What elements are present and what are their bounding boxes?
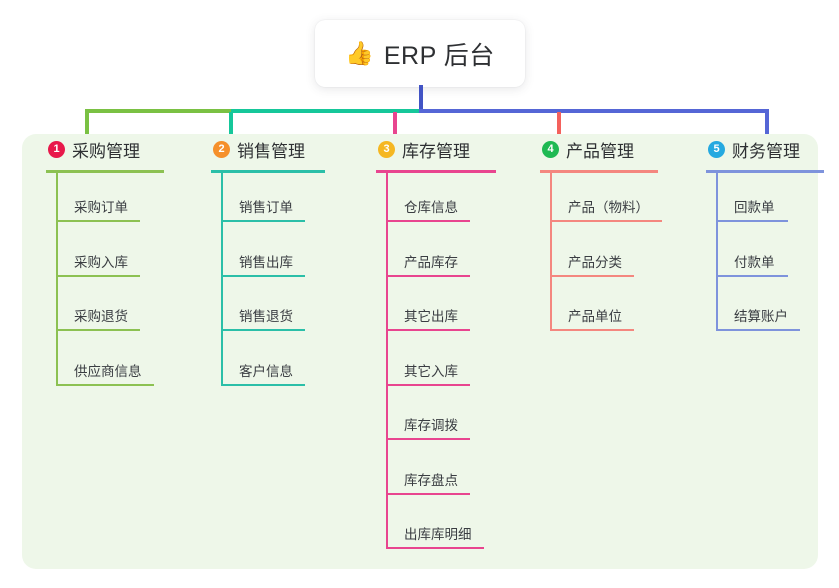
leaf-item-underline	[386, 438, 470, 440]
leaf-item-underline	[386, 274, 470, 277]
leaf-item-underline	[221, 383, 305, 386]
leaf-item-underline	[386, 329, 470, 331]
bar-segment-mid	[231, 109, 419, 113]
column-badge-3: 3	[378, 140, 395, 158]
leaf-item-label: 其它出库	[404, 309, 458, 324]
column-header-2[interactable]: 2 销售管理	[211, 134, 305, 164]
leaf-item-label: 销售出库	[239, 254, 293, 270]
thumbs-up-icon: 👍	[345, 40, 374, 66]
leaf-item-underline	[56, 329, 140, 331]
bar-segment-left	[85, 109, 231, 113]
connector-trunk	[419, 85, 423, 112]
leaf-item-label: 回款单	[734, 200, 775, 215]
column-badge-4: 4	[542, 140, 559, 158]
leaf-item-label: 采购退货	[74, 309, 128, 324]
leaf-item-underline	[386, 547, 484, 549]
column-header-3[interactable]: 3 库存管理	[376, 134, 470, 164]
column-title-3: 库存管理	[402, 141, 470, 161]
mindmap-panel: 1 采购管理采购订单采购入库采购退货供应商信息 2 销售管理销售订单销售出库销售退货客…	[22, 134, 824, 569]
column-badge-5: 5	[708, 140, 725, 158]
root-node-title: ERP 后台	[383, 41, 495, 70]
drop-sales	[229, 112, 233, 144]
column-spine-5	[716, 173, 718, 329]
bar-segment-right	[419, 109, 769, 113]
column-underline-3	[376, 170, 496, 173]
leaf-item-underline	[716, 329, 800, 331]
drop-inventory	[393, 112, 397, 140]
leaf-item-underline	[221, 274, 305, 277]
leaf-item-label: 产品库存	[404, 254, 458, 270]
column-4: 4 产品管理产品（物料） 产品分类产品单位	[540, 134, 662, 331]
leaf-item-label: 客户信息	[239, 363, 293, 379]
leaf-item-underline	[716, 220, 788, 222]
column-title-5: 财务管理	[732, 141, 800, 161]
leaf-item-label: 库存调拨	[404, 418, 458, 433]
column-badge-2: 2	[213, 140, 230, 158]
column-title-4: 产品管理	[566, 141, 634, 161]
root-node-content: 👍 ERP 后台	[345, 36, 495, 72]
drop-product	[557, 112, 561, 140]
leaf-item-underline	[550, 274, 634, 277]
leaf-item-label: 采购订单	[74, 200, 128, 215]
leaf-item-underline	[221, 329, 305, 331]
column-title-1: 采购管理	[72, 141, 140, 161]
column-underline-1	[46, 170, 164, 173]
column-spine-3	[386, 173, 388, 547]
leaf-item-label: 产品单位	[568, 309, 622, 324]
column-header-1[interactable]: 1 采购管理	[46, 134, 140, 164]
leaf-item-label: 出库库明细	[404, 527, 472, 542]
leaf-item-label: 销售退货	[239, 309, 293, 324]
leaf-item-underline	[56, 220, 140, 222]
leaf-item-label: 产品（物料）	[568, 200, 649, 215]
leaf-item-underline	[386, 492, 470, 495]
column-1: 1 采购管理采购订单采购入库采购退货供应商信息	[46, 134, 164, 386]
leaf-item-underline	[56, 274, 140, 277]
column-spine-1	[56, 173, 58, 384]
leaf-item-label: 库存盘点	[404, 472, 458, 488]
root-node-card[interactable]: 👍 ERP 后台	[315, 20, 525, 87]
leaf-item-underline	[221, 220, 305, 222]
column-header-4[interactable]: 4 产品管理	[540, 134, 634, 164]
leaf-item-label: 付款单	[734, 254, 775, 270]
column-spine-2	[221, 173, 223, 384]
leaf-item-label: 供应商信息	[74, 363, 142, 379]
column-underline-5	[706, 170, 824, 173]
column-underline-4	[540, 170, 658, 173]
leaf-item-label: 采购入库	[74, 254, 128, 270]
column-spine-4	[550, 173, 552, 329]
leaf-item-underline	[56, 383, 154, 386]
leaf-item-label: 仓库信息	[404, 200, 458, 215]
leaf-item-underline	[550, 329, 634, 331]
leaf-item-underline	[550, 220, 662, 222]
leaf-item-label: 结算账户	[734, 309, 788, 324]
leaf-item-underline	[716, 274, 788, 277]
column-3: 3 库存管理仓库信息产品库存其它出库其它入库库存调拨库存盘点出库库明细	[376, 134, 496, 549]
leaf-item-label: 产品分类	[568, 254, 622, 270]
column-2: 2 销售管理销售订单销售出库销售退货客户信息	[211, 134, 325, 386]
leaf-item-underline	[386, 383, 470, 386]
column-header-5[interactable]: 5 财务管理	[706, 134, 800, 164]
leaf-item-label: 其它入库	[404, 363, 458, 379]
drop-purchasing	[85, 112, 89, 144]
column-title-2: 销售管理	[237, 141, 305, 161]
leaf-item-underline	[386, 220, 470, 222]
column-badge-1: 1	[48, 140, 65, 158]
drop-finance	[765, 112, 769, 144]
column-5: 5 财务管理回款单付款单结算账户	[706, 134, 824, 331]
column-underline-2	[211, 170, 325, 173]
leaf-item-label: 销售订单	[239, 200, 293, 215]
